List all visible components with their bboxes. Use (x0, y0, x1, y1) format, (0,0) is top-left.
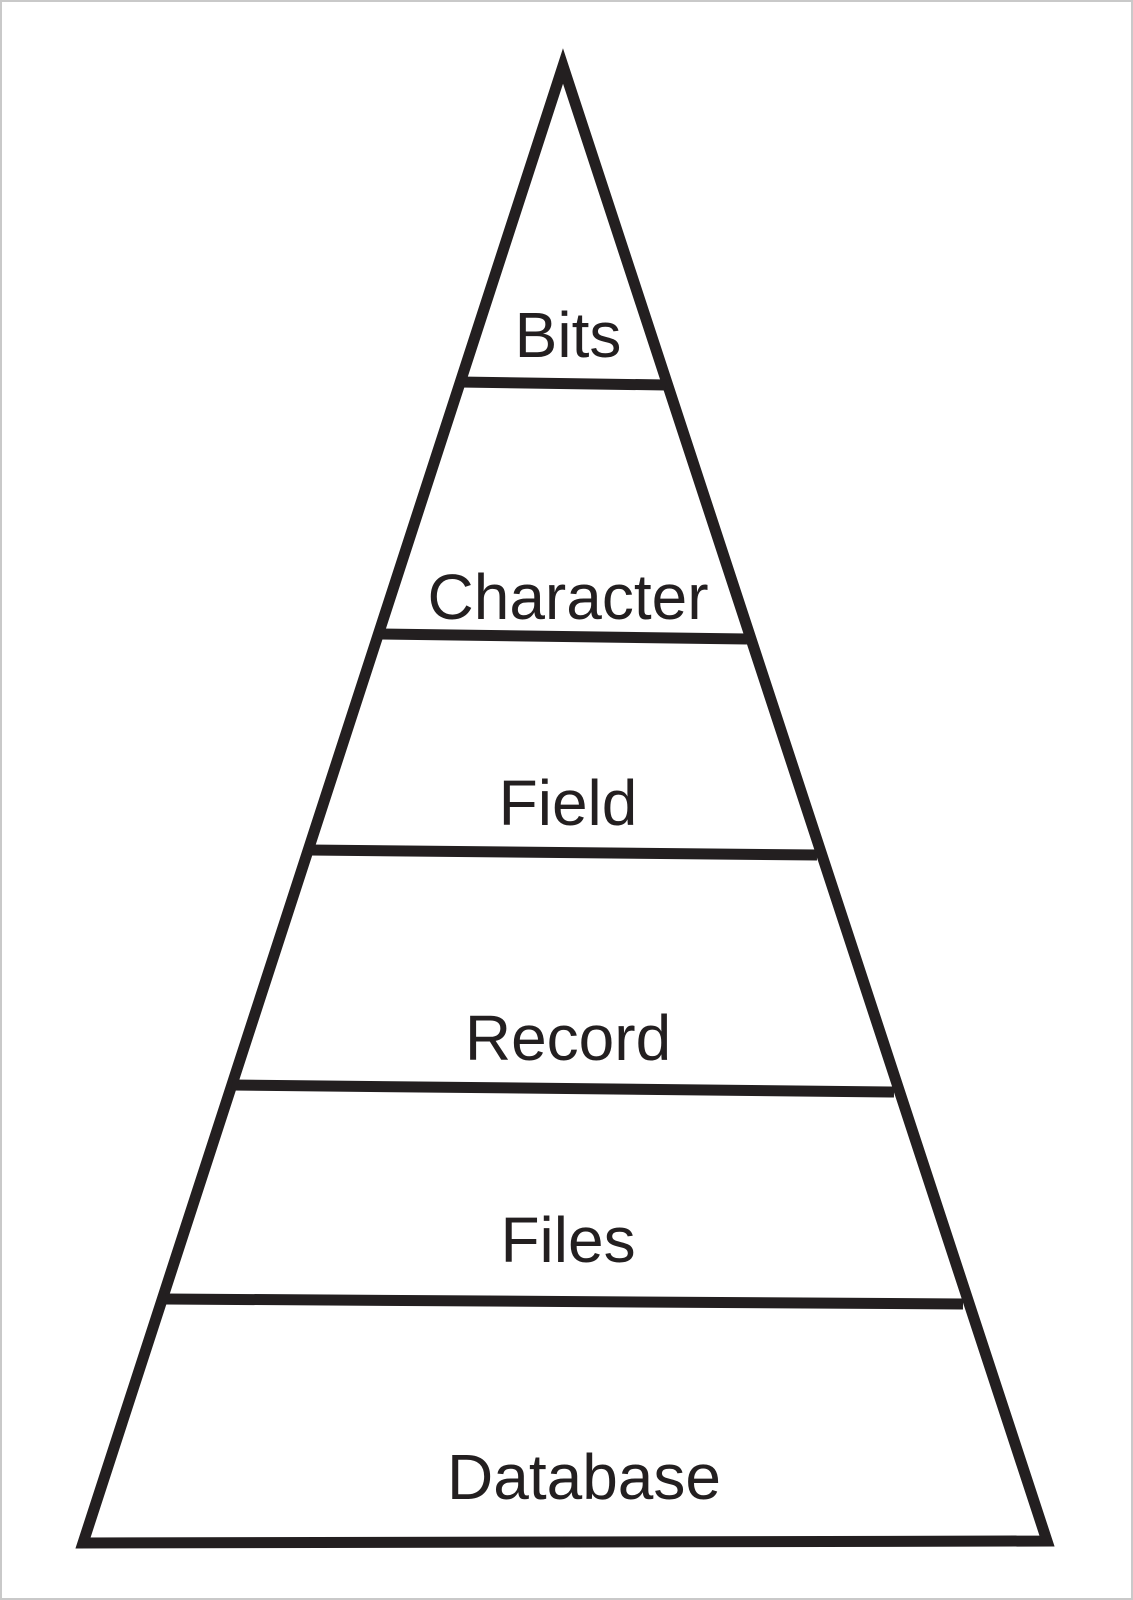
level-label-record: Record (465, 1002, 671, 1074)
level-divider (378, 628, 748, 645)
level-divider (459, 376, 667, 391)
level-label-character: Character (428, 561, 709, 633)
level-divider (164, 1293, 964, 1310)
level-label-field: Field (499, 767, 638, 839)
pyramid-outline (75, 48, 1055, 1549)
level-label-database: Database (447, 1441, 721, 1513)
level-divider (308, 844, 818, 861)
level-label-files: Files (500, 1204, 635, 1276)
level-label-bits: Bits (515, 299, 622, 371)
level-divider (231, 1079, 895, 1098)
